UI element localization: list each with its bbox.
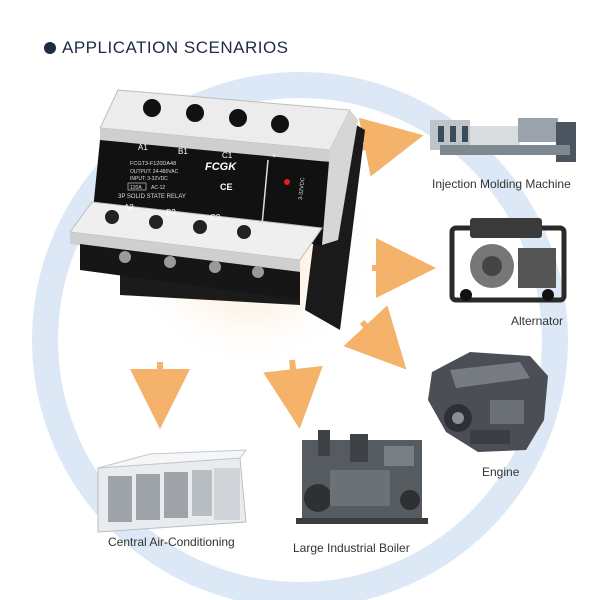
scenario-label-engine: Engine: [482, 465, 520, 479]
brand-logo-text: FCGK: [205, 161, 237, 173]
relay-type-label: AC-12: [151, 185, 165, 191]
scenario-label-large-industrial-boiler: Large Industrial Boiler: [293, 541, 410, 555]
arrow-to-boiler: [263, 359, 323, 429]
terminal-a2-label: A2: [124, 203, 134, 212]
model-label: FCGT3-F120DA48: [130, 161, 176, 167]
status-led-icon: [284, 179, 290, 185]
arrow-to-engine: [343, 305, 407, 370]
page-title: APPLICATION SCENARIOS: [62, 38, 289, 57]
terminal-c1-label: C1: [222, 151, 233, 160]
relay-description: 3P SOLID STATE RELAY: [118, 194, 186, 200]
scenario-label-central-air-conditioning: Central Air-Conditioning: [108, 535, 235, 549]
terminal-c2-label: C2: [210, 213, 221, 222]
plus-sign: +: [272, 153, 276, 160]
current-label: 120A: [130, 185, 142, 191]
arrow-to-injection-molding: [358, 117, 424, 177]
minus-sign: -: [258, 233, 261, 240]
scenario-label-injection-molding-machine: Injection Molding Machine: [432, 177, 571, 191]
input-label: INPUT: 3-32VDC: [130, 176, 168, 182]
terminal-b2-label: B2: [166, 208, 176, 217]
side-voltage-label: 3-32VDC: [298, 177, 306, 200]
decorative-ring: [32, 72, 568, 600]
section-header: APPLICATION SCENARIOS: [44, 38, 289, 58]
bullet-dot: [44, 42, 56, 54]
scenario-label-alternator: Alternator: [511, 314, 564, 328]
terminal-a1-label: A1: [138, 143, 148, 152]
terminal-b1-label: B1: [178, 147, 188, 156]
ce-mark: CE: [220, 182, 233, 192]
output-label: OUTPUT: 24-480VAC: [130, 169, 179, 175]
